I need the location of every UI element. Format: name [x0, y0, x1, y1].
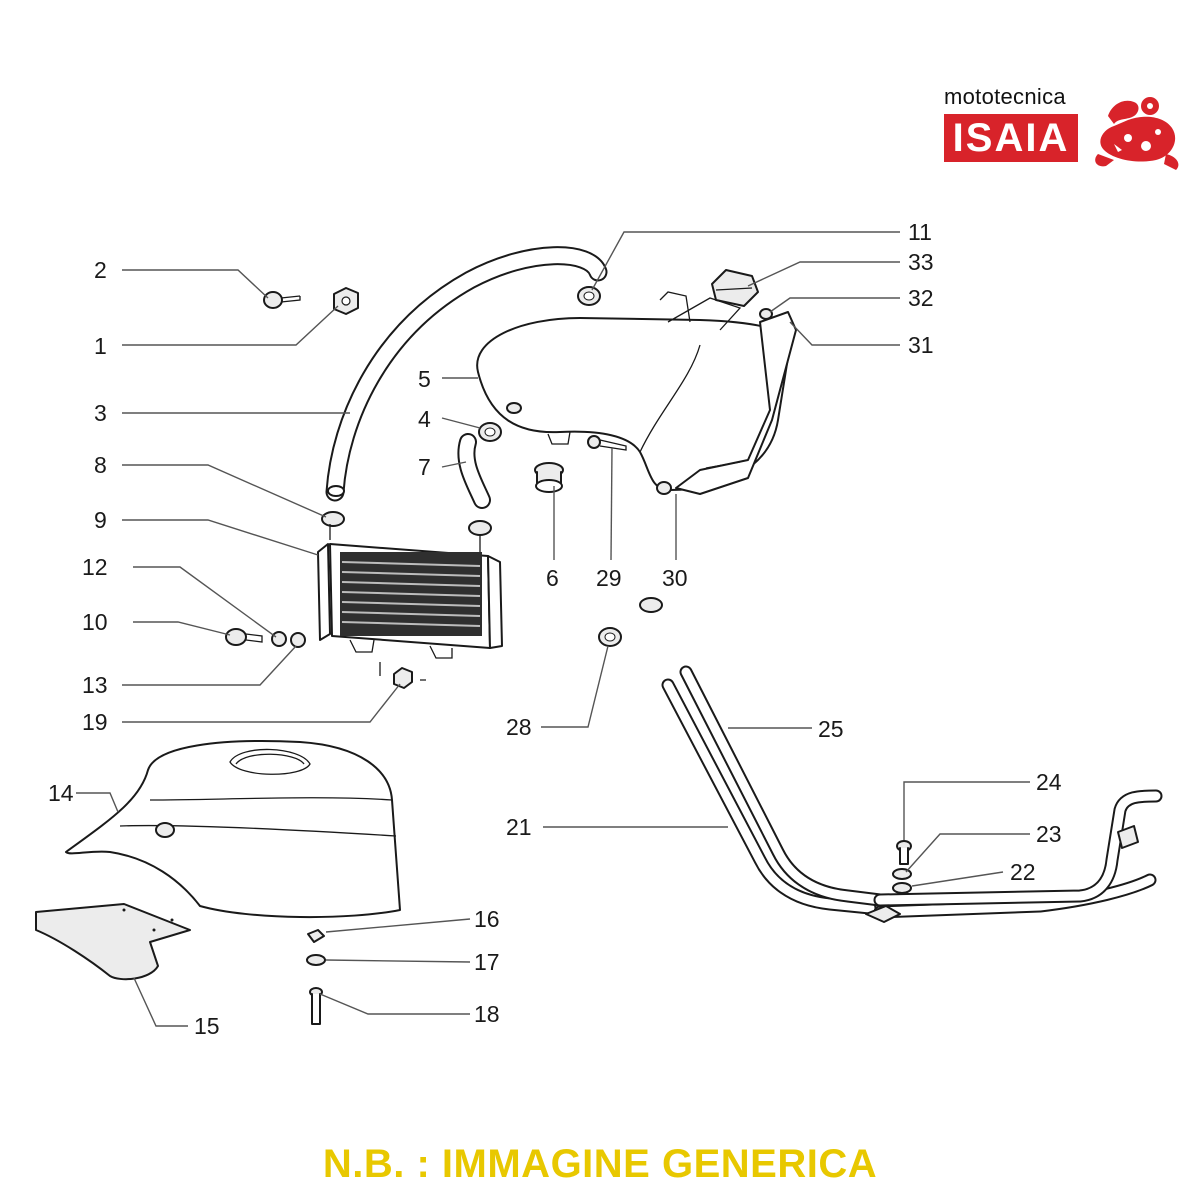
callout-1: 1: [94, 333, 107, 359]
part-30-nut: [656, 481, 672, 495]
callout-18: 18: [474, 1001, 500, 1027]
callout-16: 16: [474, 906, 500, 932]
callout-24: 24: [1036, 769, 1062, 795]
part-33-tank-cap: [711, 269, 759, 307]
part-9-radiator: [317, 524, 503, 659]
callout-2: 2: [94, 257, 107, 283]
callout-19: 19: [82, 709, 108, 735]
callout-28: 28: [506, 714, 532, 740]
leader-lines: [76, 231, 1030, 1027]
part-24-bolt: [896, 840, 912, 865]
part-2-screw: [263, 291, 301, 309]
part-31-bracket: [675, 311, 797, 495]
part-23-washer: [892, 868, 912, 880]
part-8-washers: [321, 511, 492, 536]
callout-25: 25: [818, 716, 844, 742]
part-11-clamp: [577, 286, 601, 306]
callout-32: 32: [908, 285, 934, 311]
callout-3: 3: [94, 400, 107, 426]
callout-33: 33: [908, 249, 934, 275]
rider-on-motorbike-emblem-icon: [1095, 97, 1179, 170]
part-12-washer: [271, 631, 287, 647]
part-15-plate: [35, 903, 191, 981]
part-1-nut: [333, 287, 359, 315]
part-3-hose: [325, 246, 608, 502]
callout-15: 15: [194, 1013, 220, 1039]
callout-22: 22: [1010, 859, 1036, 885]
callout-12: 12: [82, 554, 108, 580]
callout-30: 30: [662, 565, 688, 591]
callout-14: 14: [48, 780, 74, 806]
callout-7: 7: [418, 454, 431, 480]
part-6-grommet: [534, 462, 564, 493]
part-17-washer: [306, 954, 326, 966]
radiator-core: [340, 552, 482, 636]
callout-13: 13: [82, 672, 108, 698]
callout-11: 11: [908, 219, 932, 245]
part-18-bolt: [309, 987, 323, 1025]
logo-top-text: mototecnica: [944, 84, 1066, 109]
part-13-washer: [290, 632, 306, 648]
callout-10: 10: [82, 609, 108, 635]
callout-5: 5: [418, 366, 431, 392]
part-25-tubes: [661, 665, 887, 915]
callout-6: 6: [546, 565, 559, 591]
logo-brand-text: ISAIA: [944, 114, 1078, 162]
callout-8: 8: [94, 452, 107, 478]
part-22-washer: [892, 882, 912, 894]
part-29-screw: [587, 435, 627, 451]
part-28-grommets: [598, 597, 663, 647]
generic-image-note: N.B. : IMMAGINE GENERICA: [322, 1142, 878, 1186]
callout-4: 4: [418, 406, 431, 432]
callout-23: 23: [1036, 821, 1062, 847]
part-21-frame: [865, 789, 1163, 923]
brand-logo[interactable]: mototecnica ISAIA: [940, 84, 1190, 176]
callout-labels: 2 1 3 5 4 7 8 9 12 10 13 19 11 33 32 31 …: [48, 219, 1062, 1039]
part-32-screw: [759, 308, 773, 320]
callout-21: 21: [506, 814, 532, 840]
part-16-clip: [307, 929, 325, 943]
part-19-nut: [379, 662, 426, 689]
callout-29: 29: [596, 565, 622, 591]
part-14-front-cover: [65, 740, 401, 919]
part-10-screw: [225, 628, 263, 646]
part-4-clamp: [478, 422, 502, 442]
part-7-short-hose: [457, 433, 491, 509]
callout-17: 17: [474, 949, 500, 975]
callout-31: 31: [908, 332, 934, 358]
callout-9: 9: [94, 507, 107, 533]
